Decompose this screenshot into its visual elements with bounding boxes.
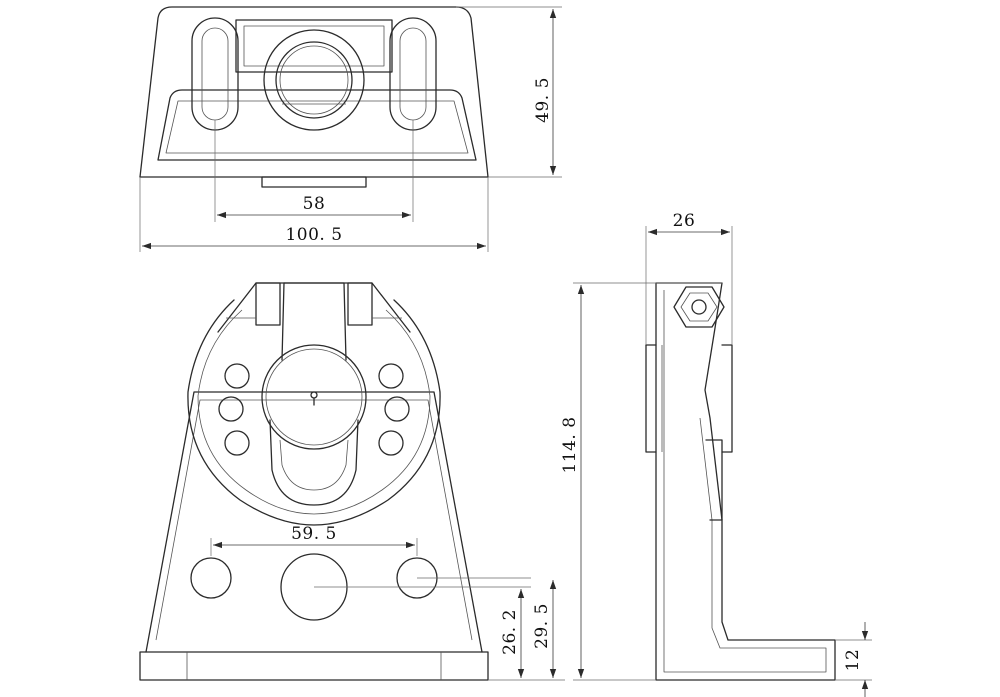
dim-side-depth: 26	[673, 211, 696, 231]
dim-side-height: 114. 8	[560, 416, 580, 473]
dim-top-overall-width: 100. 5	[285, 225, 342, 245]
front-view-dimensions: 59. 5 26. 2 29. 5	[210, 524, 565, 681]
top-view-dimensions: 49. 5 58 100. 5	[139, 6, 562, 252]
top-view	[139, 6, 489, 188]
front-view	[139, 282, 489, 681]
dim-top-height: 49. 5	[533, 77, 553, 123]
side-view	[645, 282, 836, 681]
dim-front-hole-spacing: 59. 5	[291, 524, 337, 544]
side-view-dimensions: 26 114. 8 12	[560, 211, 872, 697]
dim-top-slot-spacing: 58	[303, 194, 326, 214]
dim-front-hole-height-b: 29. 5	[532, 603, 552, 649]
dim-side-base-thickness: 12	[843, 649, 863, 672]
dim-front-hole-height-a: 26. 2	[500, 609, 520, 655]
